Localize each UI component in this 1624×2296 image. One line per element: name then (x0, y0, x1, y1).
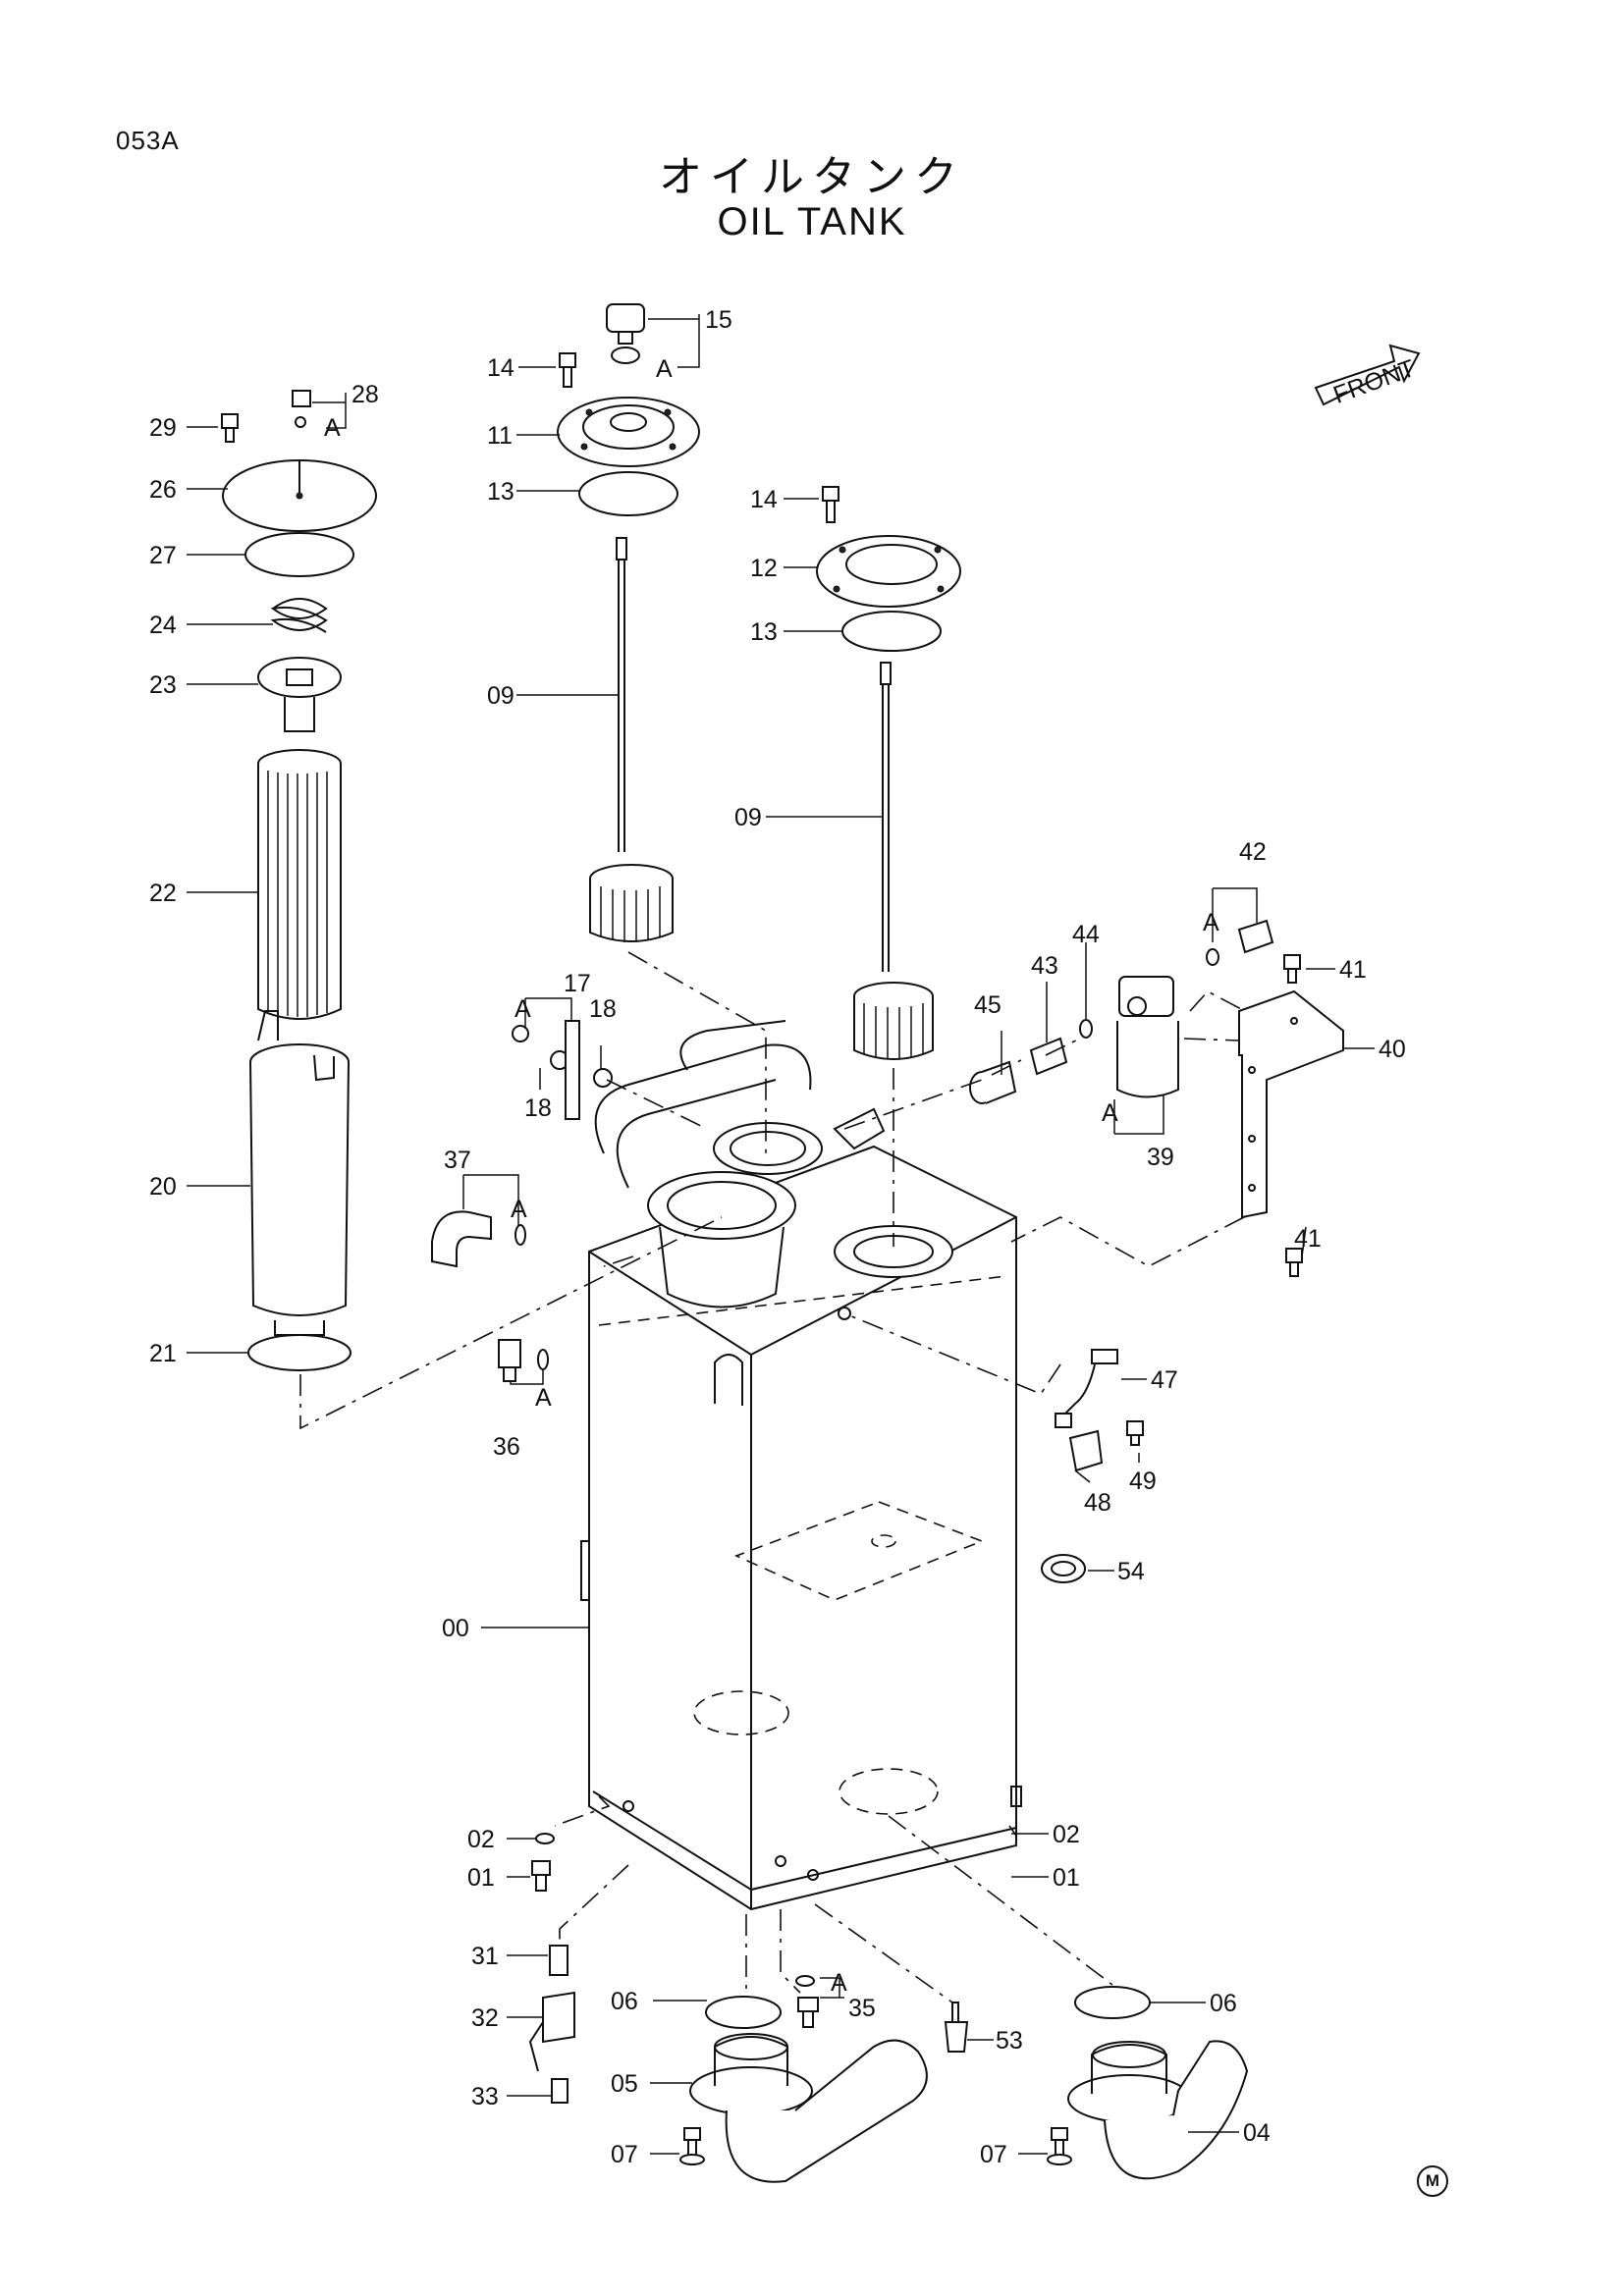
label-02-a: 02 (467, 1826, 495, 1853)
label-13-b: 13 (750, 618, 778, 646)
detail-a-42: A (1203, 909, 1219, 936)
detail-a-28: A (324, 414, 341, 442)
front-label: FRONT (1329, 354, 1418, 409)
return-filter-stack (221, 390, 377, 1371)
title-english: OIL TANK (717, 200, 907, 243)
label-31: 31 (471, 1943, 499, 1970)
drain-valve-group (528, 1833, 575, 2104)
label-32: 32 (471, 2004, 499, 2032)
label-45: 45 (974, 991, 1001, 1019)
page-code: 053A (116, 126, 180, 155)
oil-tank-body (580, 1145, 1022, 1911)
pilot-filter-group (969, 919, 1344, 1277)
front-arrow-icon: FRONT (1314, 344, 1421, 409)
label-41-a: 41 (1339, 956, 1367, 984)
label-33: 33 (471, 2083, 499, 2110)
suction-flange-left (679, 1996, 928, 2183)
label-02-b: 02 (1053, 1821, 1080, 1848)
side-fittings (431, 1020, 613, 1382)
detail-a-15: A (656, 355, 673, 383)
label-23: 23 (149, 671, 177, 699)
label-12: 12 (750, 555, 778, 582)
leader-lines (187, 314, 1375, 2155)
label-11: 11 (487, 422, 513, 450)
suction-flange-right (1047, 1986, 1249, 2180)
label-09-b: 09 (734, 804, 762, 831)
label-48: 48 (1084, 1489, 1111, 1517)
label-41-b: 41 (1294, 1225, 1322, 1253)
label-05: 05 (611, 2070, 638, 2098)
label-07-a: 07 (611, 2141, 638, 2168)
label-20: 20 (149, 1173, 177, 1201)
manufacturer-mark: M (1417, 2165, 1448, 2197)
label-06-a: 06 (611, 1988, 638, 2015)
label-15: 15 (705, 306, 732, 334)
label-44: 44 (1072, 921, 1100, 948)
assembly-chain-lines (299, 951, 1246, 2003)
label-06-b: 06 (1210, 1990, 1237, 2017)
label-24: 24 (149, 612, 177, 639)
level-gauge-assembly (816, 486, 961, 1060)
label-28: 28 (352, 381, 379, 408)
label-29: 29 (149, 414, 177, 442)
label-14-a: 14 (487, 354, 514, 382)
label-01-a: 01 (467, 1864, 495, 1892)
label-27: 27 (149, 542, 177, 569)
drain-plug-group (795, 1975, 969, 2053)
label-22: 22 (149, 880, 177, 907)
label-01-b: 01 (1053, 1864, 1080, 1892)
label-13-a: 13 (487, 478, 514, 506)
label-47: 47 (1151, 1366, 1178, 1394)
detail-a-37: A (511, 1196, 527, 1223)
label-36: 36 (493, 1433, 520, 1461)
label-43: 43 (1031, 952, 1058, 980)
label-49: 49 (1129, 1468, 1157, 1495)
detail-a-36: A (535, 1384, 552, 1412)
part-labels: 29 28 A 26 27 24 23 22 20 21 14 15 A 11 … (149, 306, 1406, 2168)
label-14-b: 14 (750, 486, 778, 513)
label-35: 35 (848, 1995, 876, 2022)
label-54: 54 (1117, 1558, 1145, 1585)
suction-pipe-assembly (594, 1020, 953, 1308)
detail-a-17: A (514, 995, 531, 1023)
sensor-group (1041, 1349, 1144, 1583)
label-37: 37 (444, 1147, 471, 1174)
label-00: 00 (442, 1615, 469, 1642)
detail-a-39: A (1102, 1099, 1118, 1127)
breather-cap-assembly (557, 303, 700, 942)
label-26: 26 (149, 476, 177, 504)
label-18-a: 18 (589, 995, 617, 1023)
label-17: 17 (564, 970, 591, 997)
label-53: 53 (996, 2027, 1023, 2055)
label-42: 42 (1239, 838, 1267, 866)
label-18-b: 18 (524, 1095, 552, 1122)
label-39: 39 (1147, 1144, 1174, 1171)
label-40: 40 (1379, 1036, 1406, 1063)
title-japanese: オイルタンク (659, 152, 965, 202)
label-09-a: 09 (487, 682, 514, 710)
label-07-b: 07 (980, 2141, 1007, 2168)
label-04: 04 (1243, 2119, 1271, 2147)
label-21: 21 (149, 1340, 177, 1367)
detail-a-35: A (831, 1969, 847, 1997)
